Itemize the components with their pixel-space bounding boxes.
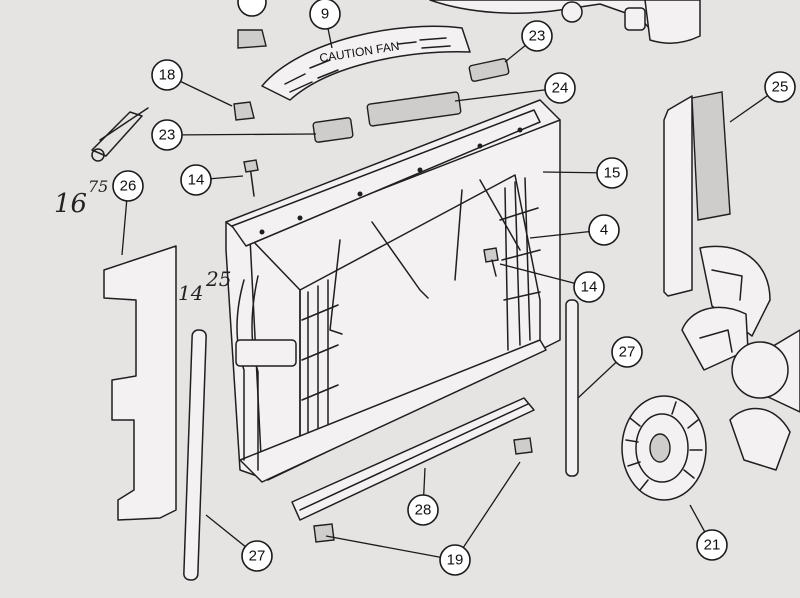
handwritten-number-14: 14	[178, 281, 203, 305]
leader-line	[454, 87, 561, 102]
grommet-19-left	[313, 523, 335, 543]
callout-c24: 24	[454, 72, 576, 104]
callout-label: 21	[704, 537, 721, 554]
callout-circle	[151, 59, 183, 91]
callout-c14b: 14	[499, 263, 605, 303]
callout-circle	[544, 72, 576, 104]
callout-circle	[309, 0, 341, 30]
callout-label: 27	[249, 548, 266, 565]
callout-circle	[611, 336, 643, 368]
callout-circle	[241, 540, 273, 572]
grommet-top-fragment	[237, 0, 267, 49]
handwritten-number-25: 25	[205, 267, 231, 291]
callout-c28: 28	[407, 467, 439, 526]
rod-27-left	[183, 329, 207, 581]
leader-line	[454, 461, 521, 561]
callout-circle	[112, 170, 144, 202]
cooling-fan	[681, 245, 800, 471]
callout-circle	[407, 494, 439, 526]
callout-label: 23	[159, 127, 176, 144]
callout-circle	[151, 119, 183, 151]
radiator-assembly	[225, 99, 561, 483]
callout-c21: 21	[689, 504, 728, 561]
seal-24	[366, 91, 462, 127]
callout-circle	[596, 157, 628, 189]
handwritten-number-16: 16	[54, 189, 87, 219]
callout-label: 14	[581, 279, 598, 296]
callout-label: 24	[552, 80, 569, 97]
hand-sketch	[91, 107, 149, 162]
handwritten-number-75: 75	[88, 177, 108, 196]
callout-label: 14	[188, 172, 205, 189]
callout-c14a: 14	[180, 164, 244, 196]
callout-label: 28	[415, 502, 432, 519]
seal-23-top	[468, 58, 510, 82]
right-shroud-bracket	[663, 91, 731, 297]
callout-c19: 19	[325, 461, 521, 576]
callout-circle	[588, 214, 620, 246]
callout-c15: 15	[542, 157, 628, 189]
callout-label: 27	[619, 344, 636, 361]
callout-label: 19	[447, 552, 464, 569]
leader-line	[325, 535, 456, 561]
callout-c26: 26	[112, 170, 144, 256]
callout-c23a: 23	[151, 119, 317, 151]
callout-circle	[696, 529, 728, 561]
bolt-14-right	[483, 247, 499, 277]
callout-c25: 25	[729, 71, 796, 123]
callout-circle	[573, 271, 605, 303]
grommet-18	[233, 101, 255, 121]
callout-c27b: 27	[205, 514, 273, 572]
left-side-bracket	[103, 245, 177, 521]
bolt-14-left	[243, 159, 259, 197]
callout-label: 26	[120, 178, 137, 195]
callout-circle	[521, 20, 553, 52]
callout-circle	[180, 164, 212, 196]
callout-c23b: 23	[504, 20, 553, 63]
callout-label: 25	[772, 79, 789, 96]
callout-c4: 4	[529, 214, 620, 246]
leader-line	[166, 133, 317, 136]
rod-27-right	[565, 299, 579, 477]
callout-circle	[439, 544, 471, 576]
callout-label: 23	[529, 28, 546, 45]
seal-strip-28	[291, 397, 535, 521]
callout-c9: 9	[309, 0, 341, 49]
callout-label: 9	[321, 6, 329, 23]
grommet-19-right	[513, 437, 533, 455]
callout-circle	[764, 71, 796, 103]
callout-label: 4	[600, 222, 608, 239]
callout-label: 15	[604, 165, 621, 182]
handwritten-notes: 16 75 14 25	[54, 177, 231, 305]
caution-fan-cover: CAUTION FAN	[261, 25, 471, 101]
callout-c27a: 27	[577, 336, 643, 399]
upper-assembly-fragment	[429, 0, 701, 44]
seal-23-left	[312, 117, 354, 143]
callout-label: 18	[159, 67, 176, 84]
callout-c18: 18	[151, 59, 233, 107]
fan-clutch	[621, 395, 707, 501]
